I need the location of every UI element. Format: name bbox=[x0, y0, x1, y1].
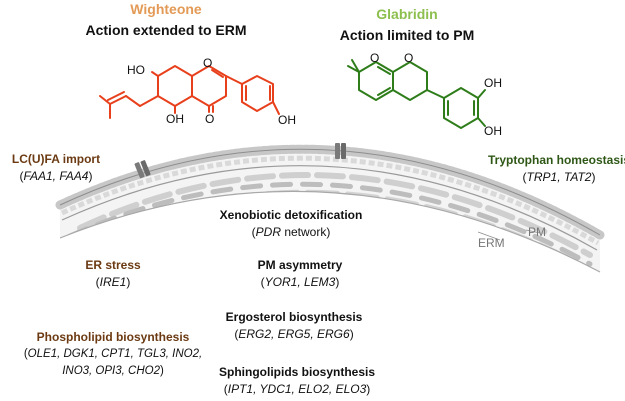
pathway-title: Ergosterol biosynthesis bbox=[225, 310, 363, 324]
pathway-genes: (IRE1) bbox=[95, 275, 131, 289]
pathway-title: ER stress bbox=[85, 258, 141, 272]
pathway-title: PM asymmetry bbox=[257, 258, 343, 272]
cell-membrane bbox=[55, 143, 605, 273]
wighteone-structure bbox=[99, 65, 280, 119]
erm-label: ERM bbox=[478, 236, 505, 250]
glabridin-atom-o-ring1: O bbox=[370, 51, 380, 65]
pathway-genes: (IPT1, YDC1, ELO2, ELO3) bbox=[223, 382, 371, 396]
pathway-genes: (TRP1, TAT2) bbox=[522, 170, 596, 184]
wighteone-atom-oh-right: OH bbox=[278, 113, 296, 127]
wighteone-atom-oh-top: HO bbox=[127, 63, 145, 77]
pm-label: PM bbox=[528, 225, 546, 239]
pathway-title: Phospholipid biosynthesis bbox=[36, 330, 190, 344]
membrane-channel-right bbox=[335, 143, 346, 159]
wighteone-action: Action extended to ERM bbox=[85, 22, 247, 38]
glabridin-name: Glabridin bbox=[376, 6, 438, 22]
pathway-genes: (PDR network) bbox=[251, 225, 331, 239]
pathway-title: LC(U)FA import bbox=[11, 152, 101, 166]
wighteone-atom-o-top: O bbox=[203, 56, 213, 70]
wighteone-name: Wighteone bbox=[130, 1, 202, 17]
pathway-genes-line2: INO3, OPI3, CHO2) bbox=[62, 365, 164, 377]
pathway-title: Tryptophan homeostasis bbox=[487, 153, 625, 167]
wighteone-atom-oh-bottom: OH bbox=[166, 112, 184, 126]
pathway-genes: (YOR1, LEM3) bbox=[260, 275, 340, 289]
pathway-genes: (ERG2, ERG5, ERG6) bbox=[234, 327, 354, 341]
glabridin-structure bbox=[347, 59, 486, 129]
wighteone-atom-o-bottom: O bbox=[205, 112, 215, 126]
pathway-title: Sphingolipids biosynthesis bbox=[218, 365, 376, 379]
pathway-genes: (FAA1, FAA4) bbox=[19, 169, 93, 183]
pathway-genes-line1: (OLE1, DGK1, CPT1, TGL3, INO2, bbox=[23, 348, 203, 360]
glabridin-action: Action limited to PM bbox=[339, 27, 475, 43]
membrane-channel-left bbox=[134, 160, 151, 179]
glabridin-atom-oh-top: OH bbox=[484, 76, 502, 90]
glabridin-atom-oh-bottom: OH bbox=[484, 124, 502, 138]
glabridin-atom-o-ring2: O bbox=[404, 51, 414, 65]
pathway-title: Xenobiotic detoxification bbox=[219, 208, 363, 222]
